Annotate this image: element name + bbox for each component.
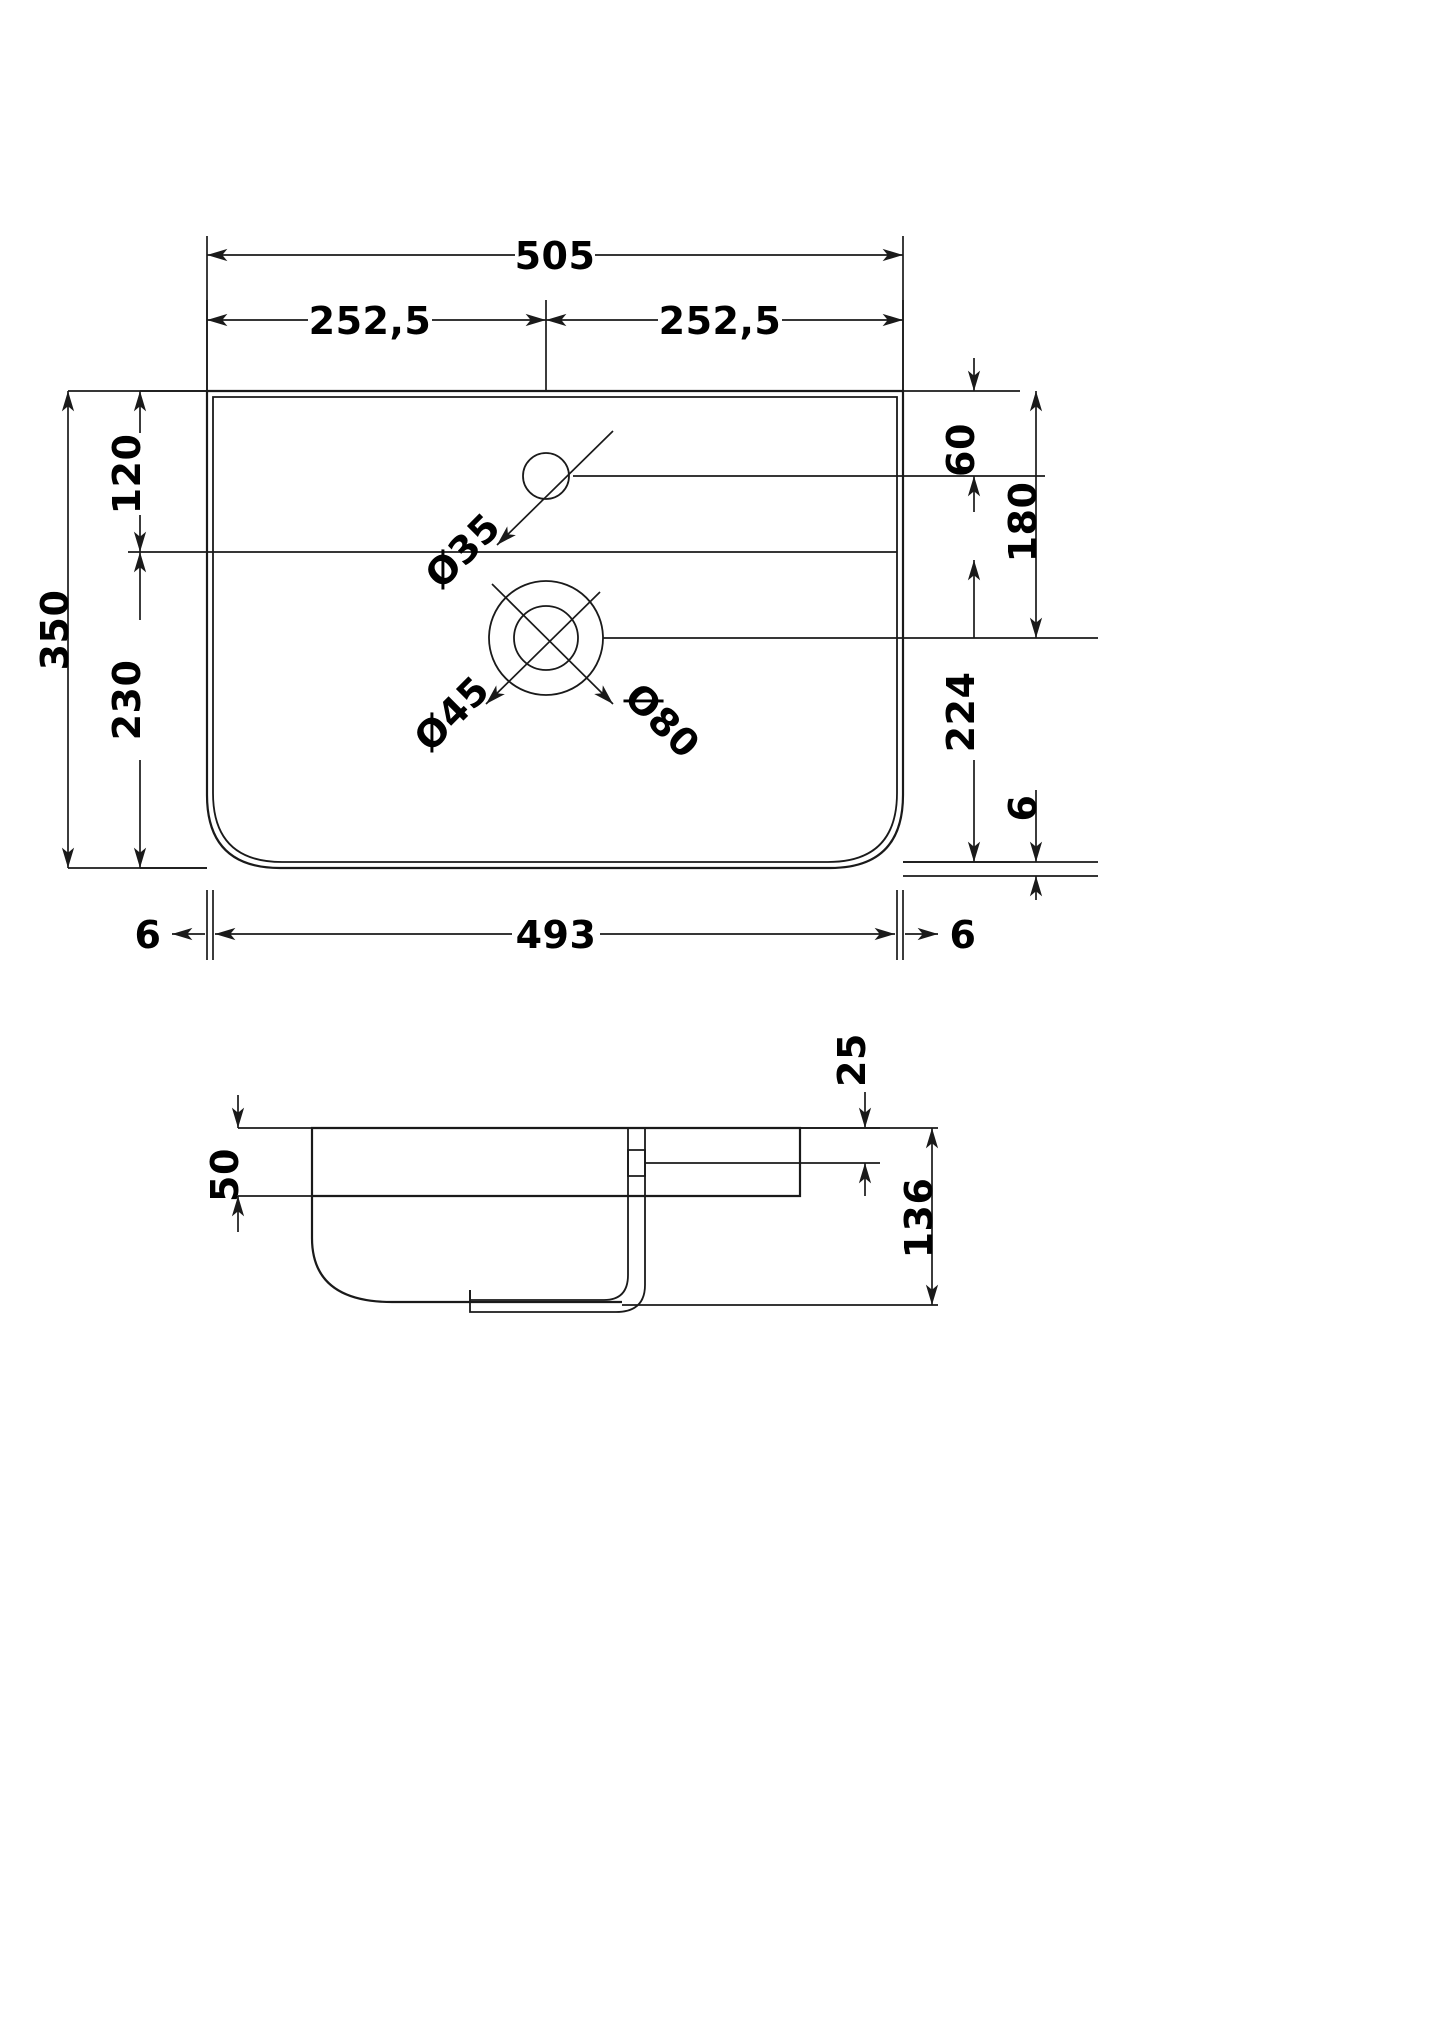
dim-back-to-bowl: 120 [105,390,213,553]
leader-tap-hole-diameter: Ø35 [417,430,614,597]
dim-rim-thickness-right: 6 [903,790,1098,900]
dim-label-dia35: Ø35 [417,505,509,597]
dim-label-350: 350 [33,590,77,671]
dim-overall-height: 136 [622,1127,941,1306]
tap-hole-circle [522,452,570,500]
dim-label-50: 50 [203,1148,247,1202]
dim-waste-offset: 25 [800,1033,880,1196]
dim-tap-to-drain: 180 [603,391,1098,639]
dim-label-6-left: 6 [135,913,162,957]
dim-label-252-5-left: 252,5 [309,299,432,343]
dim-label-dia80: Ø80 [616,675,708,767]
dim-label-120: 120 [105,434,149,515]
drain-inner-circle [513,605,579,671]
dim-label-136: 136 [897,1178,941,1259]
dim-label-60: 60 [939,423,983,477]
dim-label-6-right: 6 [950,913,977,957]
dim-tap-hole-from-back: 60 [573,358,1045,512]
dim-label-dia45: Ø45 [406,668,498,760]
side-view-outline [310,1126,802,1313]
plan-view-outline [205,389,905,870]
dim-label-252-5-right: 252,5 [659,299,782,343]
dim-label-505: 505 [515,234,596,278]
dim-rim-height: 50 [203,1095,312,1232]
dim-inner-width-row: 6 493 6 [135,890,977,960]
dim-label-230: 230 [105,660,149,741]
dim-bowl-depth: 230 [105,552,207,869]
dim-label-180: 180 [1001,482,1045,563]
dim-label-6-right-side: 6 [1001,795,1045,822]
dim-label-25: 25 [830,1033,874,1087]
dim-half-widths: 252,5 252,5 [206,299,904,391]
plan-view-holes [488,452,604,696]
drain-leaders: Ø45 Ø80 [406,583,708,767]
dim-label-493: 493 [516,913,597,957]
dim-label-224: 224 [939,672,983,753]
